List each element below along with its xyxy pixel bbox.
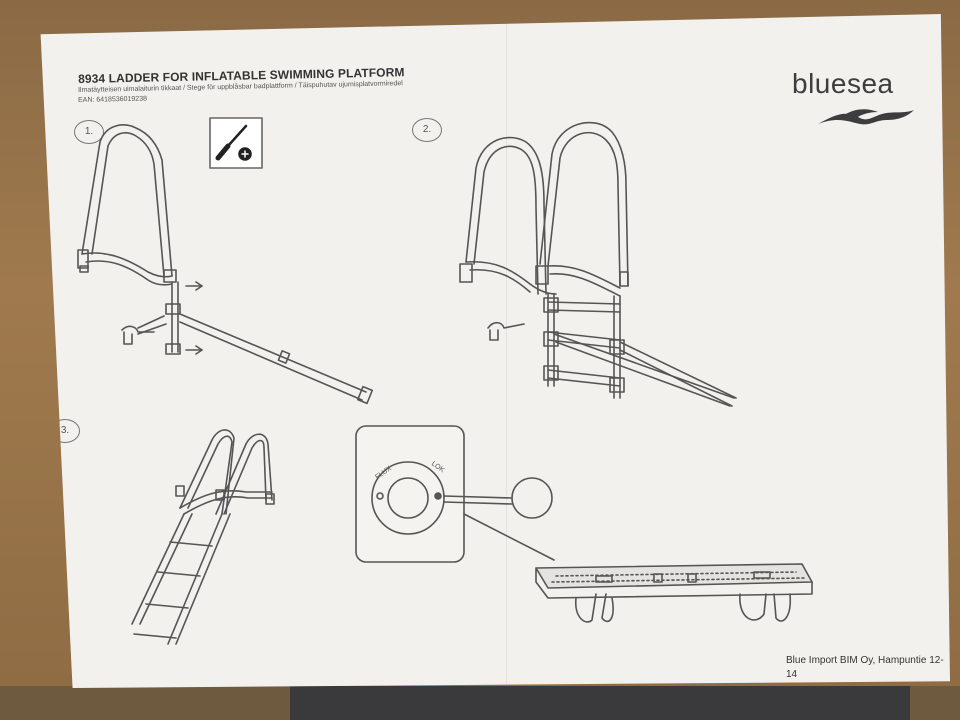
instruction-sheet: 8934 LADDER FOR INFLATABLE SWIMMING PLAT… [40, 14, 950, 688]
inflatable-platform [535, 563, 813, 623]
step-3-drawing [131, 429, 275, 645]
step-1-drawing [77, 124, 374, 405]
brand-name: bluesea [792, 68, 894, 99]
address-line-1: Blue Import BIM Oy, Hampuntie 12-14 [786, 655, 944, 680]
step-1-number: 1. [74, 120, 104, 144]
fold-line [506, 14, 507, 688]
bluesea-wave-logo [818, 109, 914, 125]
valve-detail [355, 425, 555, 563]
dark-object [290, 686, 910, 720]
step-2-drawing [459, 121, 737, 407]
assembly-drawings: FLUX LOK [77, 117, 813, 645]
screwdriver-plus-icon [209, 117, 263, 169]
step-2-number: 2. [412, 118, 442, 142]
